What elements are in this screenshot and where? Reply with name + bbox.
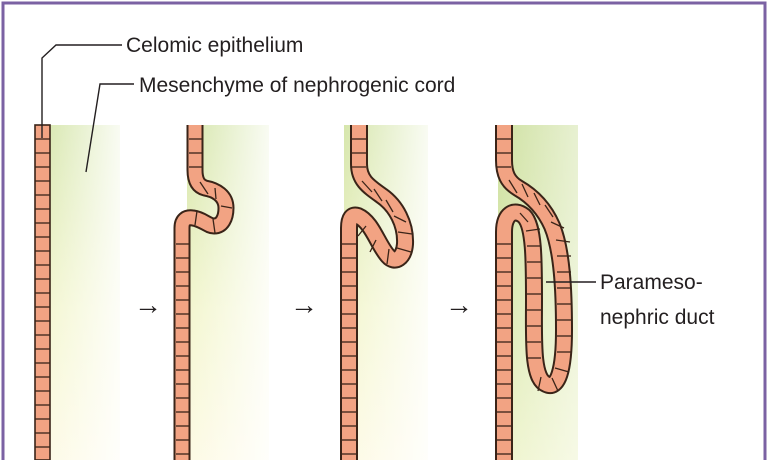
- arrow-2-icon: →: [290, 289, 318, 320]
- label-celomic-epithelium: Celomic epithelium: [126, 34, 303, 57]
- celomic-epithelium-leader: [42, 45, 122, 138]
- arrow-1-icon: →: [134, 289, 162, 320]
- label-paramesonephric-line-2: nephric duct: [600, 306, 715, 329]
- label-mesenchyme: Mesenchyme of nephrogenic cord: [139, 74, 455, 97]
- stage-1-epithelium: [35, 125, 50, 460]
- arrow-3-icon: →: [445, 289, 473, 320]
- label-paramesonephric-line-1: Parameso-: [600, 271, 703, 294]
